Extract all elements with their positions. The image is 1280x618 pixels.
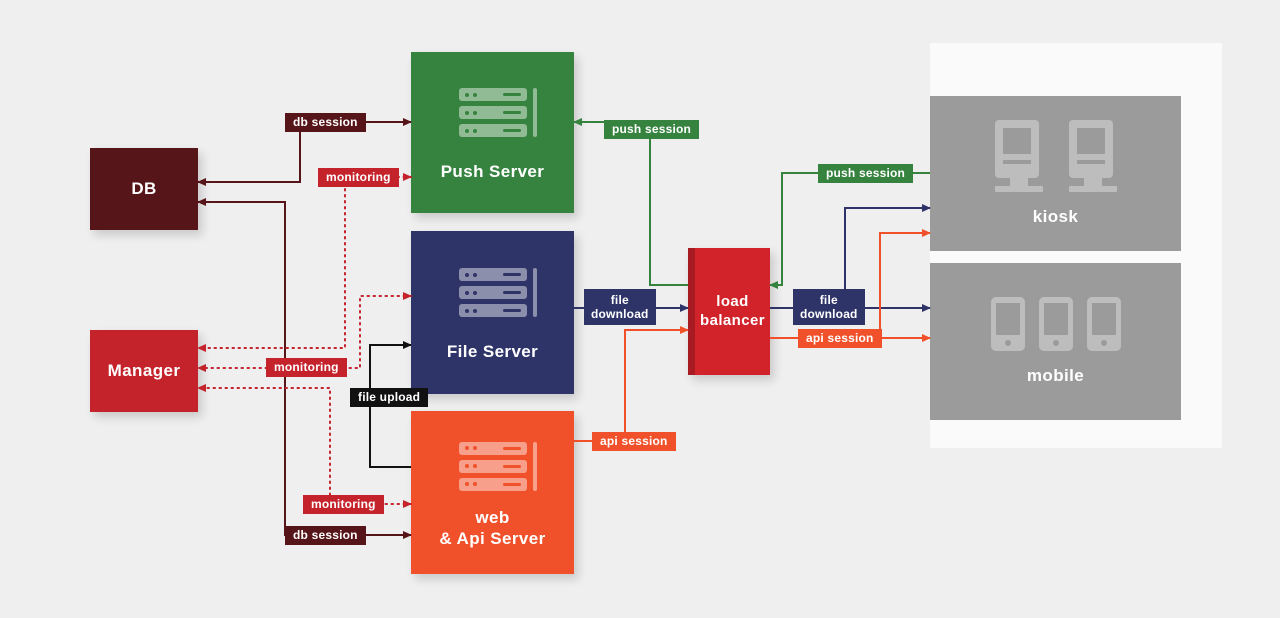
kiosk-label: kiosk — [1032, 206, 1079, 226]
edge-api-session-left — [574, 326, 689, 442]
edge-push-session-left — [573, 118, 688, 286]
web-api-server-label: web & Api Server — [439, 507, 545, 550]
edge-label-api-session-left: api session — [592, 432, 676, 451]
edge-label-db-session-top: db session — [285, 113, 366, 132]
lb-line2: balancer — [700, 311, 765, 329]
manager-label: Manager — [107, 361, 181, 381]
edge-label-monitoring-web: monitoring — [303, 495, 384, 514]
edge-label-push-session-right: push session — [818, 164, 914, 183]
edge-label-file-download-right: file download — [793, 289, 865, 325]
load-balancer-label: load balancer — [700, 293, 765, 331]
smartphone-icon — [990, 296, 1025, 351]
edge-label-monitoring-push: monitoring — [318, 168, 399, 187]
kiosk-icon-row — [994, 119, 1117, 192]
web-api-line1: web — [475, 507, 510, 527]
lb-line1: load — [716, 292, 749, 310]
smartphone-icon — [1038, 296, 1073, 351]
edge-label-file-download-left: file download — [584, 289, 656, 325]
node-file-server: File Server — [411, 231, 574, 394]
edge-label-db-session-bottom: db session — [285, 526, 366, 545]
edge-label-push-session-left: push session — [604, 120, 700, 139]
node-push-server: Push Server — [411, 52, 574, 213]
kiosk-terminal-icon — [994, 119, 1043, 192]
file-server-label: File Server — [446, 342, 539, 362]
push-server-label: Push Server — [440, 162, 545, 182]
smartphone-icon — [1086, 296, 1121, 351]
file-download-left-line2: download — [591, 307, 649, 321]
node-manager: Manager — [90, 330, 198, 412]
file-download-right-line1: file — [819, 293, 838, 307]
node-web-api-server: web & Api Server — [411, 411, 574, 574]
web-api-line2: & Api Server — [439, 529, 546, 548]
server-stack-icon — [458, 268, 537, 318]
server-stack-icon — [458, 441, 537, 491]
mobile-icon-row — [990, 296, 1121, 351]
edge-label-file-upload: file upload — [350, 388, 429, 407]
edge-monitoring-push — [197, 173, 412, 352]
file-download-right-line2: download — [800, 307, 858, 321]
node-kiosk: kiosk — [930, 96, 1181, 251]
file-download-left-line1: file — [610, 293, 629, 307]
kiosk-terminal-icon — [1068, 119, 1117, 192]
edge-label-monitoring-file: monitoring — [266, 358, 347, 377]
db-label: DB — [131, 179, 157, 199]
node-load-balancer: load balancer — [688, 248, 770, 375]
node-mobile: mobile — [930, 263, 1181, 420]
server-stack-icon — [458, 88, 537, 138]
mobile-label: mobile — [1026, 365, 1085, 385]
node-db: DB — [90, 148, 198, 230]
edge-push-session-right — [769, 172, 930, 289]
edge-label-api-session-right: api session — [798, 329, 882, 348]
